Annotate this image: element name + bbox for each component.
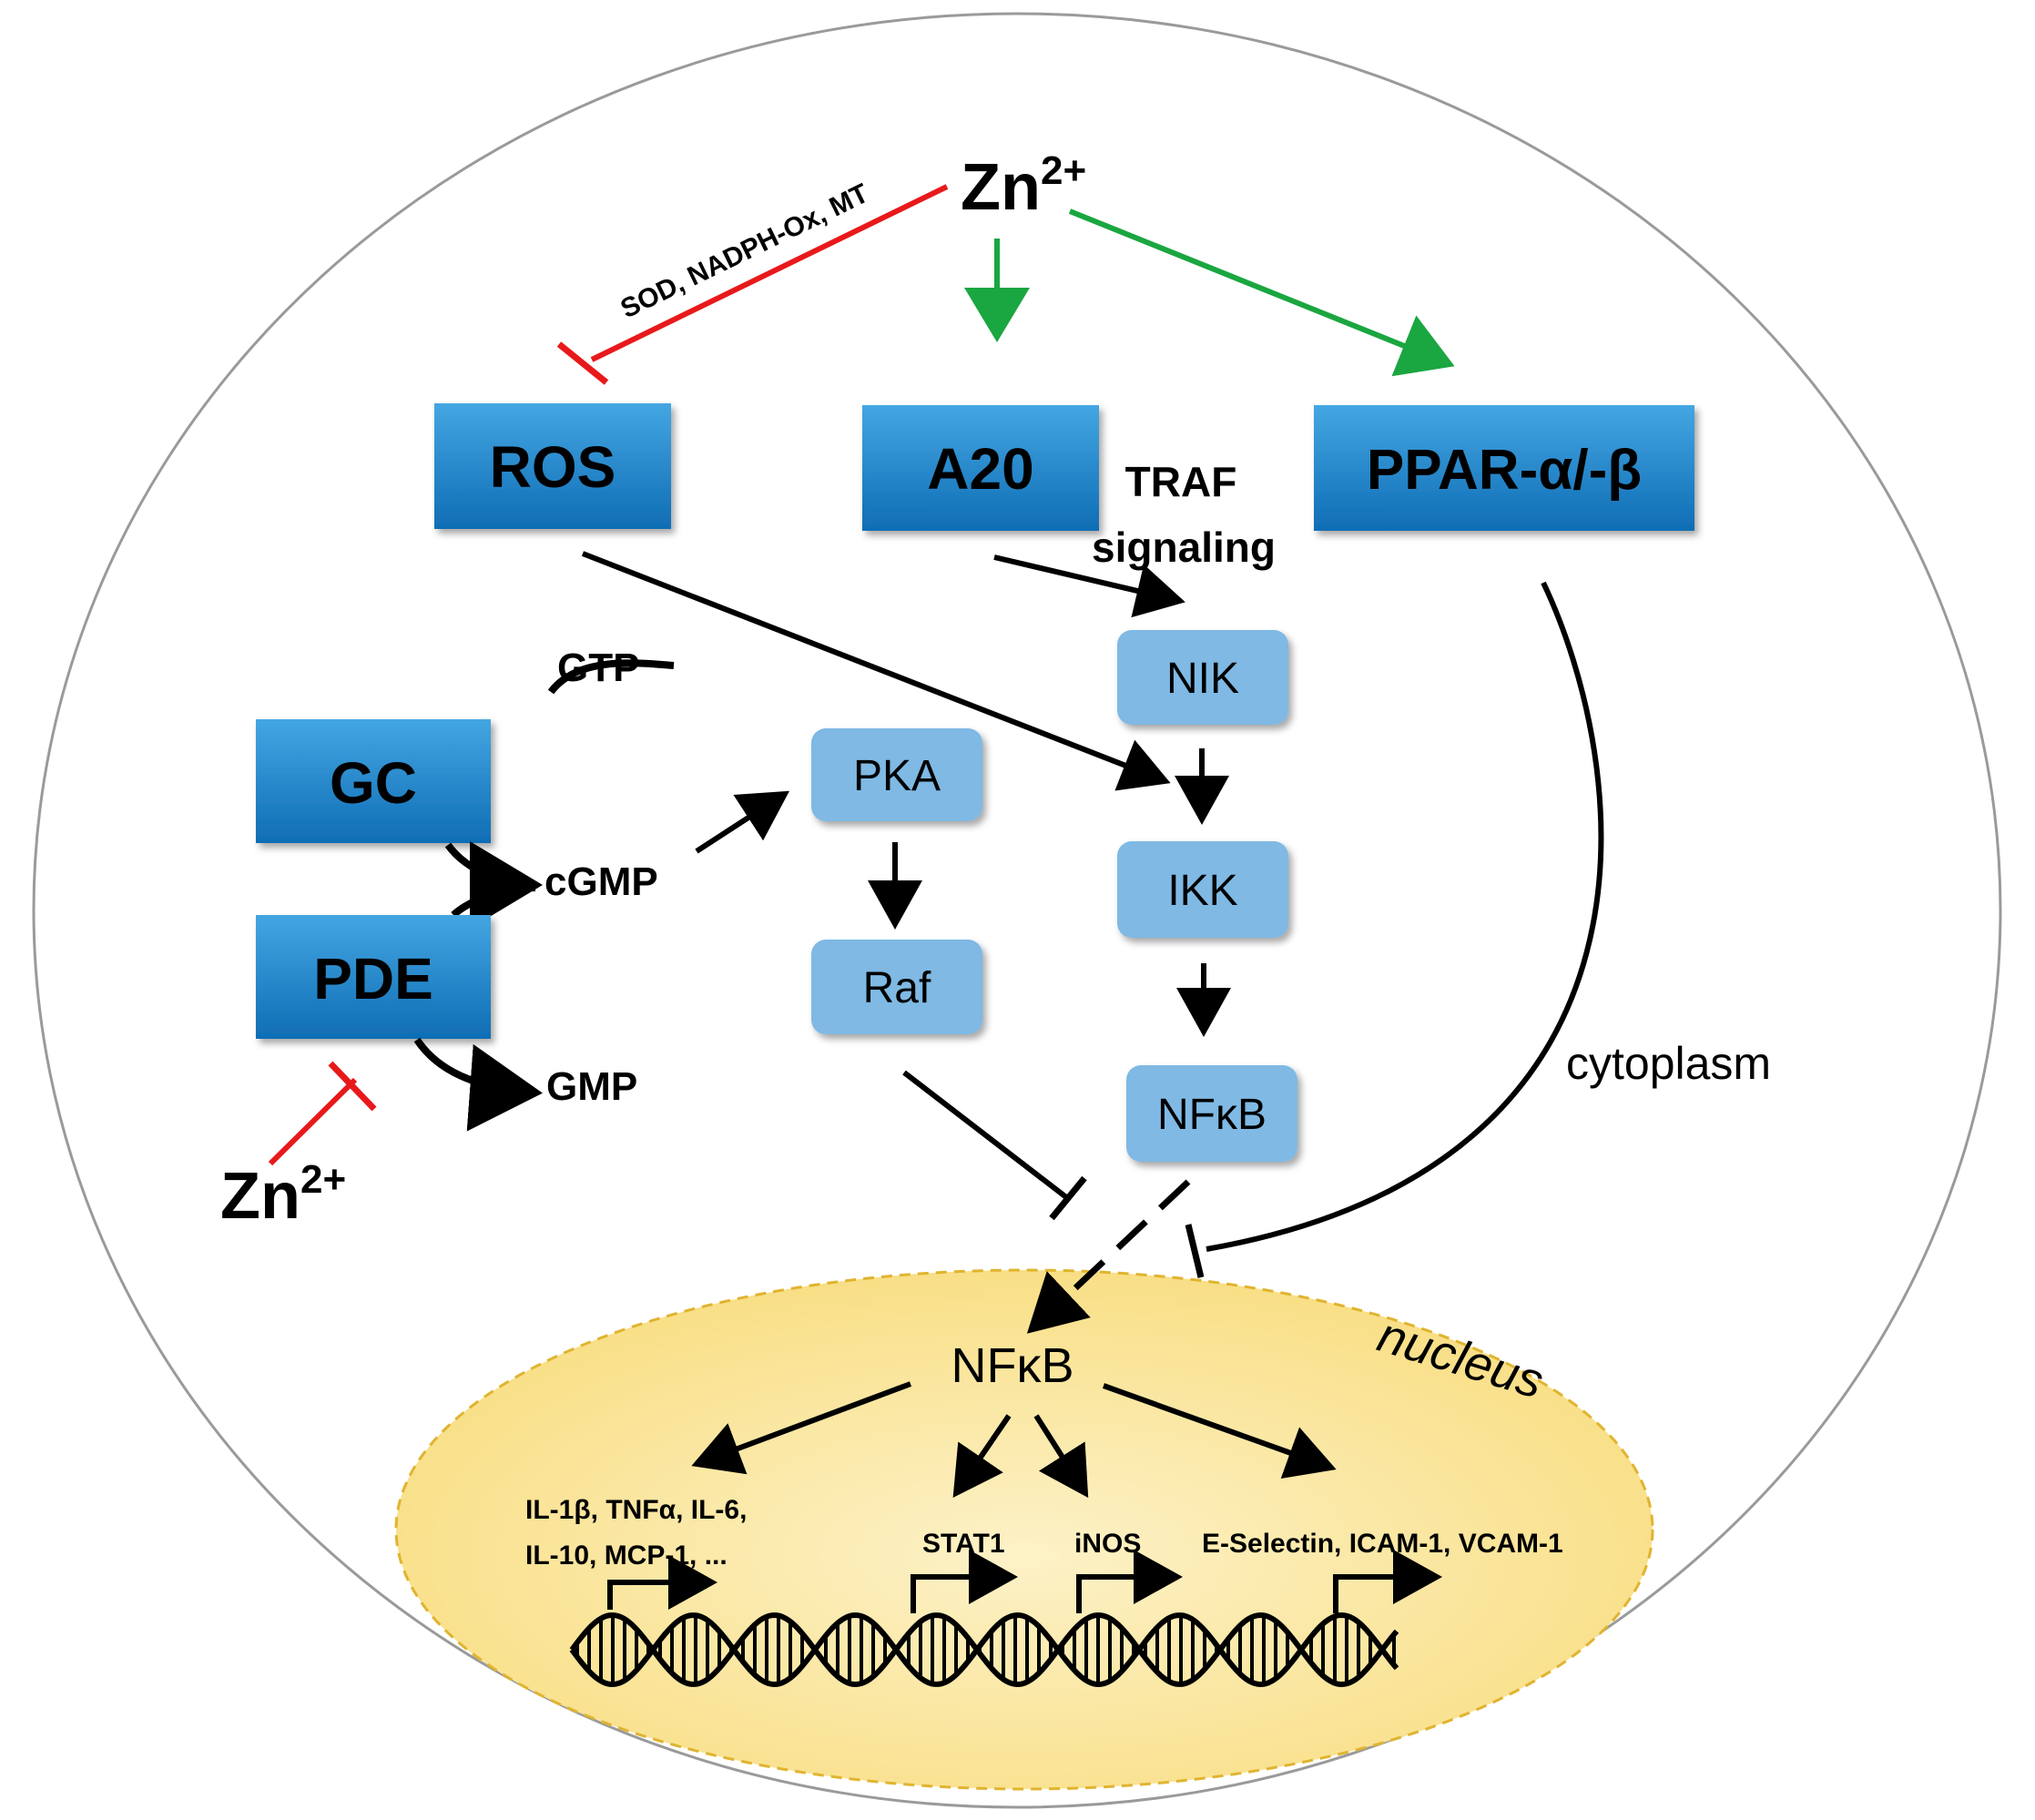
a20-label: A20: [927, 436, 1033, 502]
cgmp-label: cGMP: [544, 859, 658, 904]
ppar-label: PPAR-α/-β: [1367, 439, 1642, 502]
cgmp-to-pka-arrow: [695, 790, 790, 854]
promoter-arrow-adhesion: [1333, 1550, 1442, 1613]
pde-box: [256, 915, 491, 1039]
zinc-inhibits-pde-bar: [328, 1061, 377, 1112]
gtp-label: GTP: [557, 646, 639, 690]
zinc-inhibits-pde-line: [268, 1077, 358, 1166]
pde-to-gmp-arrow: [413, 1037, 543, 1132]
ros-to-ikk-arrow: [581, 551, 1171, 791]
nik-label: NIK: [1166, 655, 1239, 703]
cytoplasm-label: cytoplasm: [1566, 1038, 1771, 1089]
ppar-inhibits-translocation-curve: [1206, 581, 1604, 1252]
traf-signaling-line1: TRAF: [1125, 458, 1237, 505]
zinc-activates-ppar-arrow: [1068, 208, 1455, 377]
nfkb-to-inos-arrow: [1033, 1414, 1089, 1499]
gc-box: [256, 719, 491, 843]
nfkb-translocation-dashed-arrow: [1026, 1179, 1191, 1334]
raf-label: Raf: [863, 964, 931, 1012]
pde-from-cgmp-curve: [451, 884, 536, 919]
zinc-inhibits-ros-line: [590, 184, 949, 362]
raf-inhibition-bar: [1049, 1175, 1087, 1221]
cytokines-line1: IL-1β, TNFα, IL-6,: [525, 1495, 747, 1525]
raf-inhibits-translocation-line: [902, 1070, 1072, 1203]
dna-strand-1: [569, 1612, 1399, 1688]
gc-label: GC: [330, 750, 417, 816]
ikk-box: [1117, 841, 1288, 938]
dna-strand-2: [569, 1612, 1399, 1688]
pka-label: PKA: [853, 752, 941, 800]
inos-label: iNOS: [1074, 1529, 1141, 1559]
zinc-top-label: Zn2+: [961, 148, 1086, 224]
nik-box: [1117, 630, 1288, 725]
ros-box: [434, 403, 671, 529]
ppar-inhibition-bar: [1185, 1224, 1205, 1278]
nucleus-shape: [394, 1268, 1654, 1791]
ros-label: ROS: [490, 434, 616, 500]
nfkb-cytoplasm-label: NFκB: [1157, 1091, 1267, 1139]
nfkb-to-cytokines-arrow: [691, 1381, 912, 1475]
gc-gtp-curve: [547, 659, 675, 695]
nfkb-to-adhesion-arrow: [1102, 1383, 1337, 1479]
stat1-label: STAT1: [922, 1529, 1005, 1559]
a20-box: [862, 405, 1099, 531]
zinc-bottom-label: Zn2+: [220, 1157, 346, 1233]
traf-signaling-line2: signaling: [1092, 524, 1276, 571]
nfkb-to-stat1-arrow: [952, 1414, 1012, 1498]
pka-box: [811, 728, 982, 821]
dna-double-helix: [569, 1612, 1399, 1688]
ppar-box: [1314, 405, 1694, 531]
promoter-arrow-cytokines: [607, 1555, 717, 1610]
ikk-label: IKK: [1167, 867, 1237, 915]
zinc-inhibits-ros-bar: [556, 341, 609, 385]
adhesion-molecules-label: E-Selectin, ICAM-1, VCAM-1: [1202, 1529, 1563, 1559]
nfkb-nucleus-label: NFκB: [951, 1338, 1074, 1393]
a20-to-nik-arrow: [993, 554, 1185, 618]
raf-box: [811, 940, 982, 1034]
promoter-arrow-stat1: [911, 1550, 1018, 1613]
cytokines-line2: IL-10, MCP-1, ...: [525, 1540, 728, 1571]
nfkb-cytoplasm-box: [1126, 1065, 1297, 1162]
pde-label: PDE: [313, 946, 433, 1012]
gmp-label: GMP: [546, 1064, 637, 1109]
promoter-arrow-inos: [1076, 1550, 1183, 1613]
